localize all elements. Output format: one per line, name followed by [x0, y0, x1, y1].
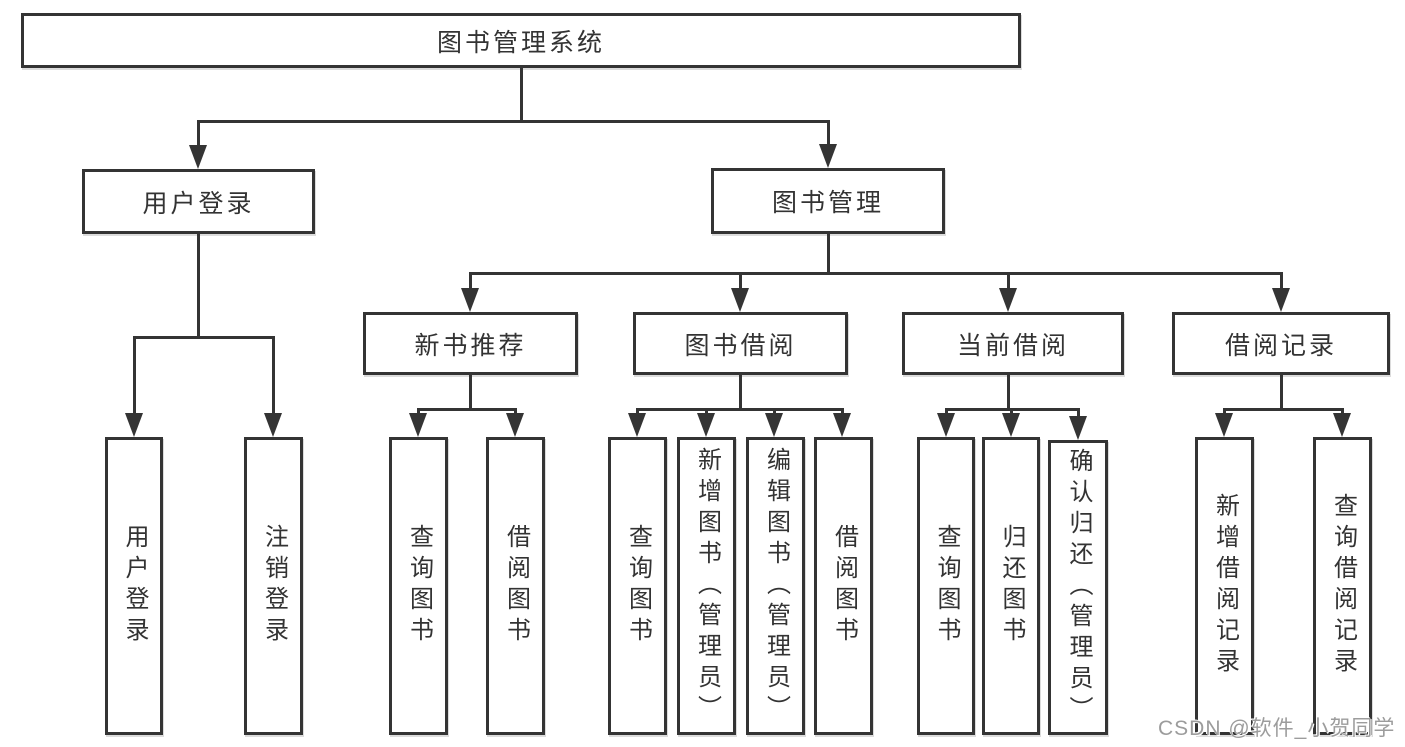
arrow-down-icon	[1272, 288, 1290, 312]
connector-line	[133, 336, 275, 339]
connector-line	[197, 232, 200, 338]
node-borrowing-records: 借阅记录	[1172, 312, 1390, 375]
arrow-down-icon	[937, 413, 955, 437]
connector-line	[1280, 373, 1283, 411]
leaf-label: 新增图书（管理员）	[693, 446, 721, 726]
leaf-label: 查询图书	[405, 524, 433, 648]
leaf-add-books-admin: 新增图书（管理员）	[677, 437, 736, 735]
leaf-user-login: 用户登录	[105, 437, 163, 735]
arrow-down-icon	[409, 413, 427, 437]
connector-line	[827, 232, 830, 274]
connector-line	[739, 272, 742, 292]
connector-line	[469, 272, 472, 292]
leaf-logout: 注销登录	[244, 437, 303, 735]
arrow-down-icon	[731, 288, 749, 312]
csdn-watermark: CSDN @软件_小贺同学	[1158, 717, 1396, 740]
leaf-add-borrow-record: 新增借阅记录	[1195, 437, 1254, 735]
arrow-down-icon	[819, 144, 837, 168]
arrow-down-icon	[264, 413, 282, 437]
node-label: 图书管理系统	[436, 28, 605, 57]
leaf-confirm-return-admin: 确认归还（管理员）	[1048, 440, 1108, 735]
leaf-borrow-books-recommend: 借阅图书	[486, 437, 545, 735]
connector-line	[1077, 408, 1080, 420]
leaf-label: 用户登录	[121, 524, 148, 648]
arrow-down-icon	[125, 413, 143, 437]
connector-line	[197, 120, 830, 123]
node-label: 用户登录	[142, 189, 255, 218]
arrow-down-icon	[189, 145, 207, 169]
leaf-label: 借阅图书	[830, 524, 858, 648]
leaf-label: 确认归还（管理员）	[1065, 448, 1092, 727]
connector-line	[1223, 408, 1344, 411]
arrow-down-icon	[1333, 413, 1351, 437]
leaf-query-books-current: 查询图书	[917, 437, 975, 735]
leaf-label: 查询图书	[933, 524, 960, 648]
arrow-down-icon	[1215, 413, 1233, 437]
connector-line	[133, 336, 136, 416]
leaf-return-books: 归还图书	[982, 437, 1040, 735]
leaf-label: 注销登录	[260, 524, 288, 648]
node-label: 图书借阅	[684, 331, 797, 360]
node-book-management-system: 图书管理系统	[21, 13, 1021, 68]
connector-line	[417, 408, 517, 411]
connector-line	[1280, 272, 1283, 292]
node-new-book-recommendation: 新书推荐	[363, 312, 578, 375]
node-label: 当前借阅	[956, 331, 1069, 360]
arrow-down-icon	[999, 288, 1017, 312]
node-label: 图书管理	[771, 189, 884, 217]
arrow-down-icon	[697, 413, 715, 437]
arrow-down-icon	[461, 288, 479, 312]
leaf-label: 借阅图书	[502, 524, 530, 648]
arrow-down-icon	[833, 413, 851, 437]
arrow-down-icon	[1069, 416, 1087, 440]
arrow-down-icon	[765, 413, 783, 437]
leaf-edit-books-admin: 编辑图书（管理员）	[746, 437, 805, 735]
arrow-down-icon	[628, 413, 646, 437]
arrow-down-icon	[506, 413, 524, 437]
connector-line	[520, 66, 523, 122]
leaf-label: 编辑图书（管理员）	[762, 446, 790, 726]
leaf-query-books-borrowing: 查询图书	[608, 437, 667, 735]
connector-line	[739, 373, 742, 411]
connector-line	[469, 373, 472, 411]
leaf-label: 查询图书	[624, 524, 652, 648]
connector-line	[1007, 373, 1010, 411]
node-book-borrowing: 图书借阅	[633, 312, 848, 375]
leaf-label: 新增借阅记录	[1211, 493, 1239, 679]
connector-line	[469, 272, 1282, 275]
connector-line	[827, 120, 830, 148]
leaf-label: 查询借阅记录	[1329, 493, 1357, 679]
leaf-label: 归还图书	[998, 524, 1025, 648]
node-label: 借阅记录	[1224, 331, 1337, 360]
node-current-borrowing: 当前借阅	[902, 312, 1124, 375]
connector-line	[197, 120, 200, 148]
leaf-borrow-books-borrowing: 借阅图书	[814, 437, 873, 735]
arrow-down-icon	[1002, 413, 1020, 437]
node-book-management: 图书管理	[711, 168, 945, 234]
connector-line	[272, 336, 275, 416]
connector-line	[636, 408, 844, 411]
connector-line	[1007, 272, 1010, 292]
node-label: 新书推荐	[414, 331, 527, 360]
leaf-query-borrow-record: 查询借阅记录	[1313, 437, 1372, 735]
node-user-login: 用户登录	[82, 169, 315, 234]
leaf-query-books-recommend: 查询图书	[389, 437, 448, 735]
